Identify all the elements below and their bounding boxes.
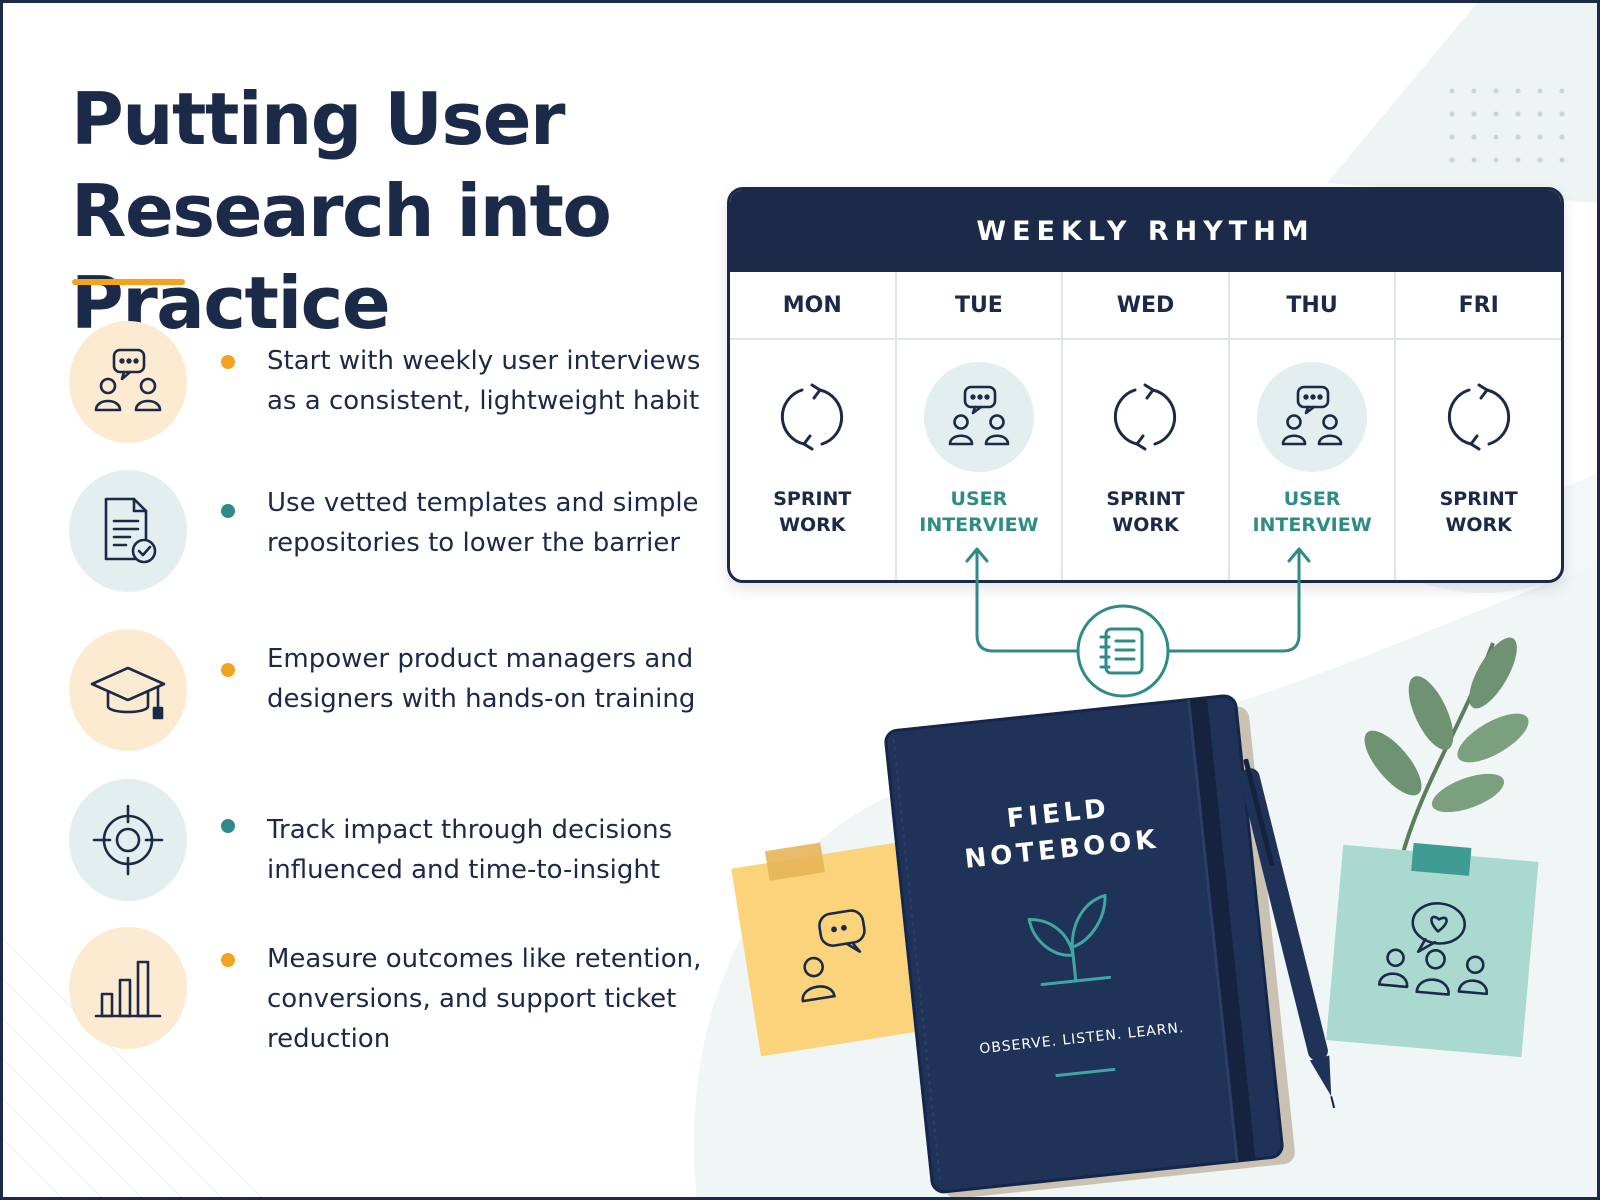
mint-sticky-note <box>1326 842 1539 1058</box>
activity-icon <box>757 362 867 472</box>
target-icon <box>92 804 164 876</box>
interview-icon <box>94 348 162 412</box>
activity-label: SPRINT WORK <box>1106 488 1185 536</box>
calendar-day-row: MON TUE WED THU FRI <box>730 272 1561 340</box>
bullet-dot <box>221 504 235 518</box>
bar-chart-icon <box>94 960 162 1018</box>
calendar-activity-row: SPRINT WORK USER INTERVIEW <box>730 340 1561 580</box>
activity-cell-mon: SPRINT WORK <box>730 340 897 580</box>
calendar-header: WEEKLY RHYTHM <box>730 190 1561 272</box>
chat-person-icon <box>801 909 866 1003</box>
bullet-text: Empower product managers and designers w… <box>267 644 696 714</box>
arrow-to-tuesday <box>975 549 1080 653</box>
document-check-icon <box>104 497 157 564</box>
yellow-sticky-note <box>731 839 947 1057</box>
activity-label: USER INTERVIEW <box>1252 488 1372 536</box>
bullet-icon-circle <box>69 779 187 901</box>
activity-icon <box>1257 362 1368 472</box>
pen <box>1239 758 1336 1109</box>
bullet-text: Measure outcomes like retention, convers… <box>267 944 702 1054</box>
heart-group-icon <box>1377 902 1489 996</box>
activity-label: USER INTERVIEW <box>919 488 1039 536</box>
activity-cell-tue: USER INTERVIEW <box>897 340 1064 580</box>
bullet-item: Empower product managers and designers w… <box>69 629 709 759</box>
interview-icon <box>1281 385 1343 446</box>
bullet-dot <box>221 355 235 369</box>
title-underline <box>72 279 185 285</box>
bullet-icon-circle <box>69 927 187 1049</box>
bullet-item: Start with weekly user interviews as a c… <box>69 321 709 451</box>
graduation-cap-icon <box>90 666 166 720</box>
activity-label: SPRINT WORK <box>773 488 852 536</box>
bullet-dot <box>221 663 235 677</box>
bullet-icon-circle <box>69 470 187 592</box>
activity-cell-thu: USER INTERVIEW <box>1230 340 1397 580</box>
plant-illustration <box>1364 637 1529 854</box>
page-title: Putting User Research into Practice <box>71 77 612 345</box>
cycle-icon <box>781 383 844 451</box>
activity-label: SPRINT WORK <box>1439 488 1518 536</box>
bullet-icon-circle <box>69 321 187 443</box>
connector-arrows <box>965 547 1311 698</box>
sprout-icon <box>1027 893 1112 987</box>
cycle-icon <box>1114 383 1177 451</box>
bullet-item: Use vetted templates and simple reposito… <box>69 470 709 600</box>
activity-cell-fri: SPRINT WORK <box>1396 340 1561 580</box>
bullet-dot <box>221 819 235 833</box>
day-fri: FRI <box>1458 292 1499 318</box>
interview-icon <box>948 385 1010 446</box>
activity-icon <box>923 362 1034 472</box>
cycle-icon <box>1447 383 1510 451</box>
bullet-text: Start with weekly user interviews as a c… <box>267 346 701 416</box>
weekly-rhythm-calendar: WEEKLY RHYTHM MON TUE WED THU FRI SPRINT… <box>727 187 1564 583</box>
notebook-node-icon <box>1076 604 1170 698</box>
bullet-item: Measure outcomes like retention, convers… <box>69 927 709 1057</box>
activity-icon <box>1424 362 1534 472</box>
bullet-icon-circle <box>69 629 187 751</box>
field-notebook: FIELD NOTEBOOK OBSERVE. LISTEN. LEARN. <box>884 694 1295 1197</box>
day-mon: MON <box>730 272 897 338</box>
day-wed: WED <box>1063 272 1230 338</box>
bullet-text: Track impact through decisions influence… <box>267 815 673 885</box>
activity-cell-wed: SPRINT WORK <box>1063 340 1230 580</box>
day-thu: THU <box>1230 272 1397 338</box>
activity-icon <box>1090 362 1200 472</box>
bullet-text: Use vetted templates and simple reposito… <box>267 488 699 558</box>
arrow-to-thursday <box>1166 549 1301 653</box>
bullet-item: Track impact through decisions influence… <box>69 779 709 909</box>
notebook-scene: FIELD NOTEBOOK OBSERVE. LISTEN. LEARN. <box>731 637 1539 1197</box>
bullet-dot <box>221 953 235 967</box>
day-tue: TUE <box>897 272 1064 338</box>
